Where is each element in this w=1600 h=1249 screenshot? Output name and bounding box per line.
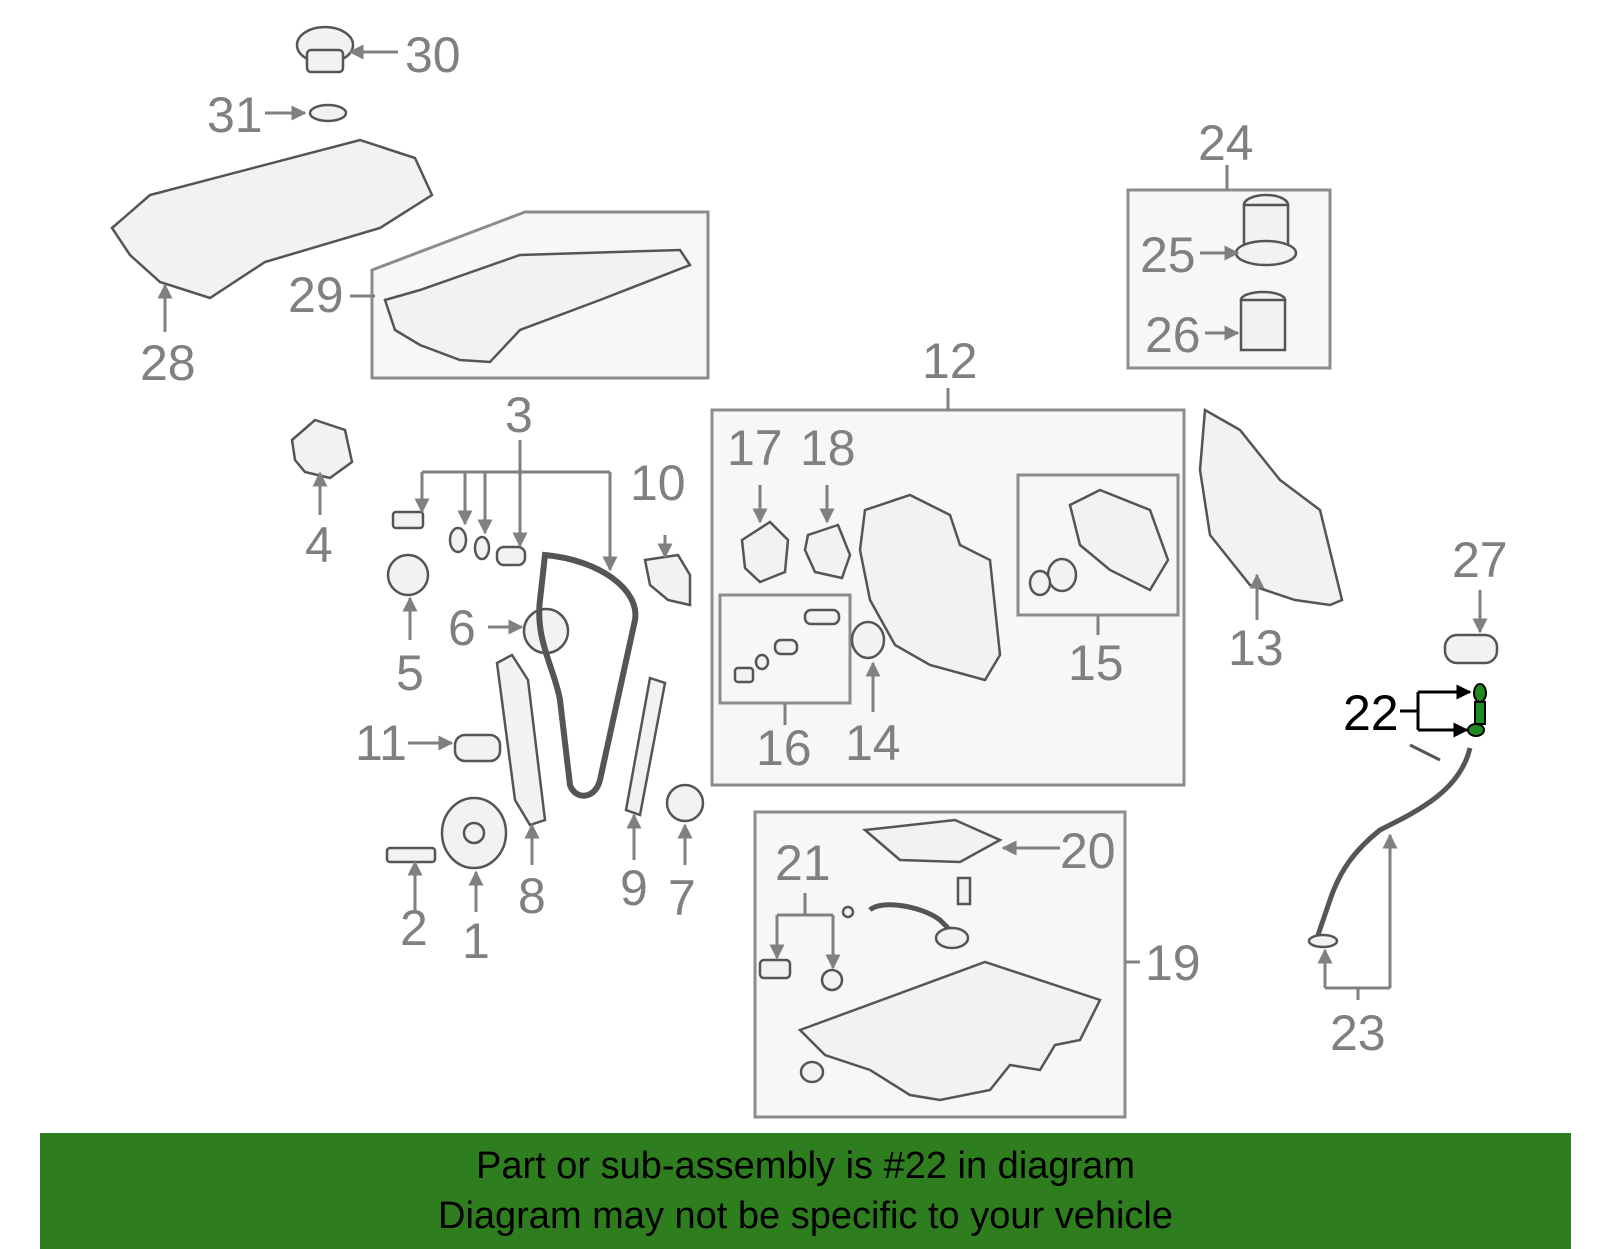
callout-12[interactable]: 12	[922, 333, 978, 389]
callout-8[interactable]: 8	[518, 868, 546, 924]
callout-4[interactable]: 4	[305, 517, 333, 573]
callout-23[interactable]: 23	[1330, 1005, 1386, 1061]
guide-9-part	[624, 676, 667, 817]
bolt-pickup-part	[956, 876, 972, 906]
valve-cover-gasket-part	[383, 248, 692, 364]
filter-element-26-part	[1239, 290, 1287, 352]
callout-17[interactable]: 17	[727, 420, 783, 476]
valve-cover-part	[110, 138, 434, 300]
bolt-2-part	[385, 846, 437, 864]
callout-13[interactable]: 13	[1228, 620, 1284, 676]
front-cover-12-part	[858, 493, 1002, 682]
dipstick-seal-22-part	[1467, 683, 1487, 737]
callout-30[interactable]: 30	[405, 27, 461, 83]
callout-2[interactable]: 2	[400, 900, 428, 956]
oil-pan-19-part	[797, 960, 1102, 1102]
callout-27[interactable]: 27	[1452, 532, 1508, 588]
callout-14[interactable]: 14	[845, 715, 901, 771]
washer-pickup-part	[841, 905, 855, 919]
drain-bolt-21-part	[758, 958, 792, 980]
info-banner: Part or sub-assembly is #22 in diagram D…	[40, 1133, 1571, 1249]
callout-3[interactable]: 3	[505, 387, 533, 443]
oil-filler-cap-part	[295, 25, 355, 74]
dipstick-tube-23-part	[1307, 743, 1473, 949]
callout-15[interactable]: 15	[1068, 635, 1124, 691]
callout-7[interactable]: 7	[668, 870, 696, 926]
callout-22[interactable]: 22	[1343, 685, 1399, 741]
drain-plug-part	[799, 1060, 825, 1084]
pickup-screen-part	[934, 926, 970, 950]
callout-31[interactable]: 31	[207, 87, 263, 143]
callout-5[interactable]: 5	[396, 645, 424, 701]
callout-19[interactable]: 19	[1145, 935, 1201, 991]
gasket-17-part	[740, 520, 790, 584]
callout-21[interactable]: 21	[775, 835, 831, 891]
timing-chain-part	[536, 551, 639, 799]
guide-8-part	[495, 653, 547, 827]
callout-6[interactable]: 6	[448, 600, 476, 656]
seal-ring-31-part	[308, 103, 348, 123]
callout-1[interactable]: 1	[462, 913, 490, 969]
pickup-tube-part	[868, 902, 952, 932]
banner-line-1: Part or sub-assembly is #22 in diagram	[476, 1145, 1135, 1187]
sensor-27-part	[1443, 633, 1499, 665]
seal-7-part	[665, 783, 705, 823]
gasket-13-part	[1198, 407, 1344, 607]
valve-set-16-part	[733, 608, 841, 684]
filter-cap-25-part	[1234, 193, 1298, 267]
crank-pulley-1-part	[440, 796, 508, 870]
callout-10[interactable]: 10	[630, 455, 686, 511]
tensioner-10-part	[643, 553, 692, 607]
callout-9[interactable]: 9	[620, 860, 648, 916]
callout-29[interactable]: 29	[288, 267, 344, 323]
callout-25[interactable]: 25	[1140, 227, 1196, 283]
bolt-washer-set-3-part	[391, 510, 527, 567]
sensor-11-part	[453, 733, 502, 763]
callout-16[interactable]: 16	[756, 720, 812, 776]
drain-washer-21-part	[820, 968, 844, 992]
callout-20[interactable]: 20	[1060, 823, 1116, 879]
callout-28[interactable]: 28	[140, 335, 196, 391]
banner-line-2: Diagram may not be specific to your vehi…	[438, 1195, 1173, 1237]
oil-pan-baffle-20-part	[862, 818, 1003, 864]
callout-11[interactable]: 11	[355, 715, 407, 771]
callout-24[interactable]: 24	[1198, 115, 1254, 171]
oil-seal-14-part	[850, 620, 886, 660]
callout-26[interactable]: 26	[1145, 307, 1201, 363]
callout-18[interactable]: 18	[800, 420, 856, 476]
seal-5-part	[386, 553, 430, 597]
gasket-18-part	[803, 523, 852, 580]
bracket-4-part	[290, 418, 354, 480]
oil-pump-15-part	[1028, 488, 1170, 597]
